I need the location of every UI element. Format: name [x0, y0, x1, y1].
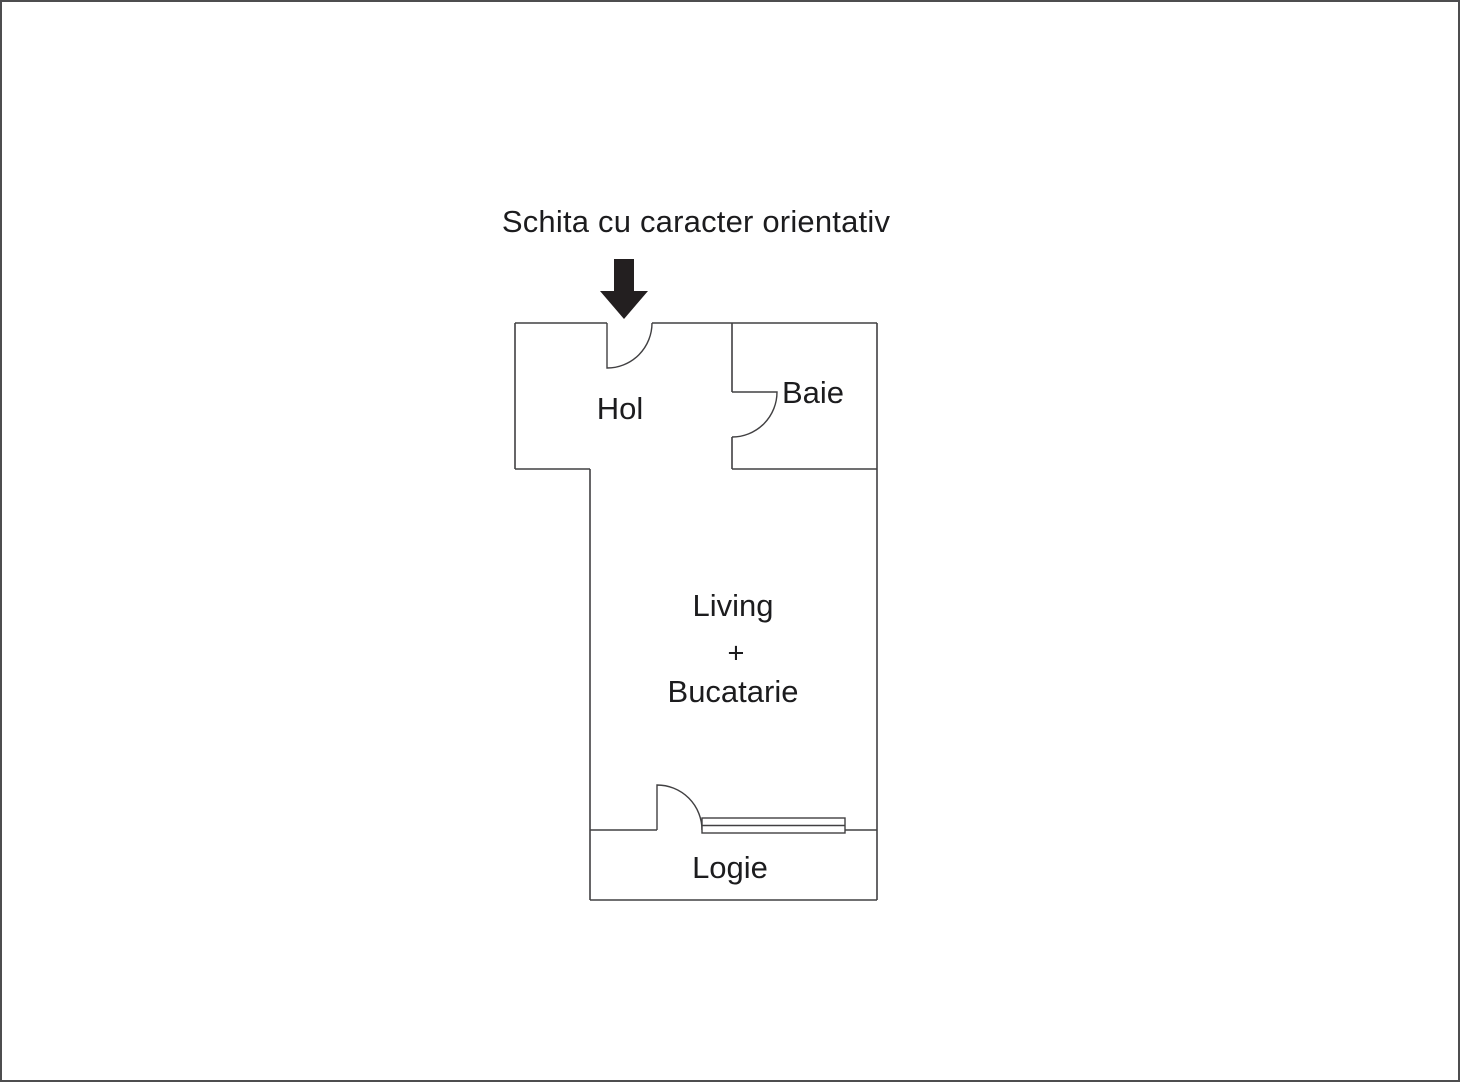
- logie-door-swing: [656, 784, 703, 831]
- room-label-baie: Baie: [781, 375, 845, 410]
- room-label-bucatarie: Bucatarie: [667, 674, 799, 709]
- room-label-plus: +: [727, 637, 745, 670]
- entrance-door-swing: [606, 322, 653, 369]
- room-label-logie: Logie: [692, 850, 768, 885]
- window-icon: [701, 817, 846, 834]
- entrance-arrow-icon: [600, 259, 648, 319]
- room-label-living: Living: [692, 588, 774, 623]
- room-label-hol: Hol: [596, 391, 644, 426]
- diagram-title: Schita cu caracter orientativ: [501, 204, 891, 239]
- baie-door-swing: [731, 391, 778, 438]
